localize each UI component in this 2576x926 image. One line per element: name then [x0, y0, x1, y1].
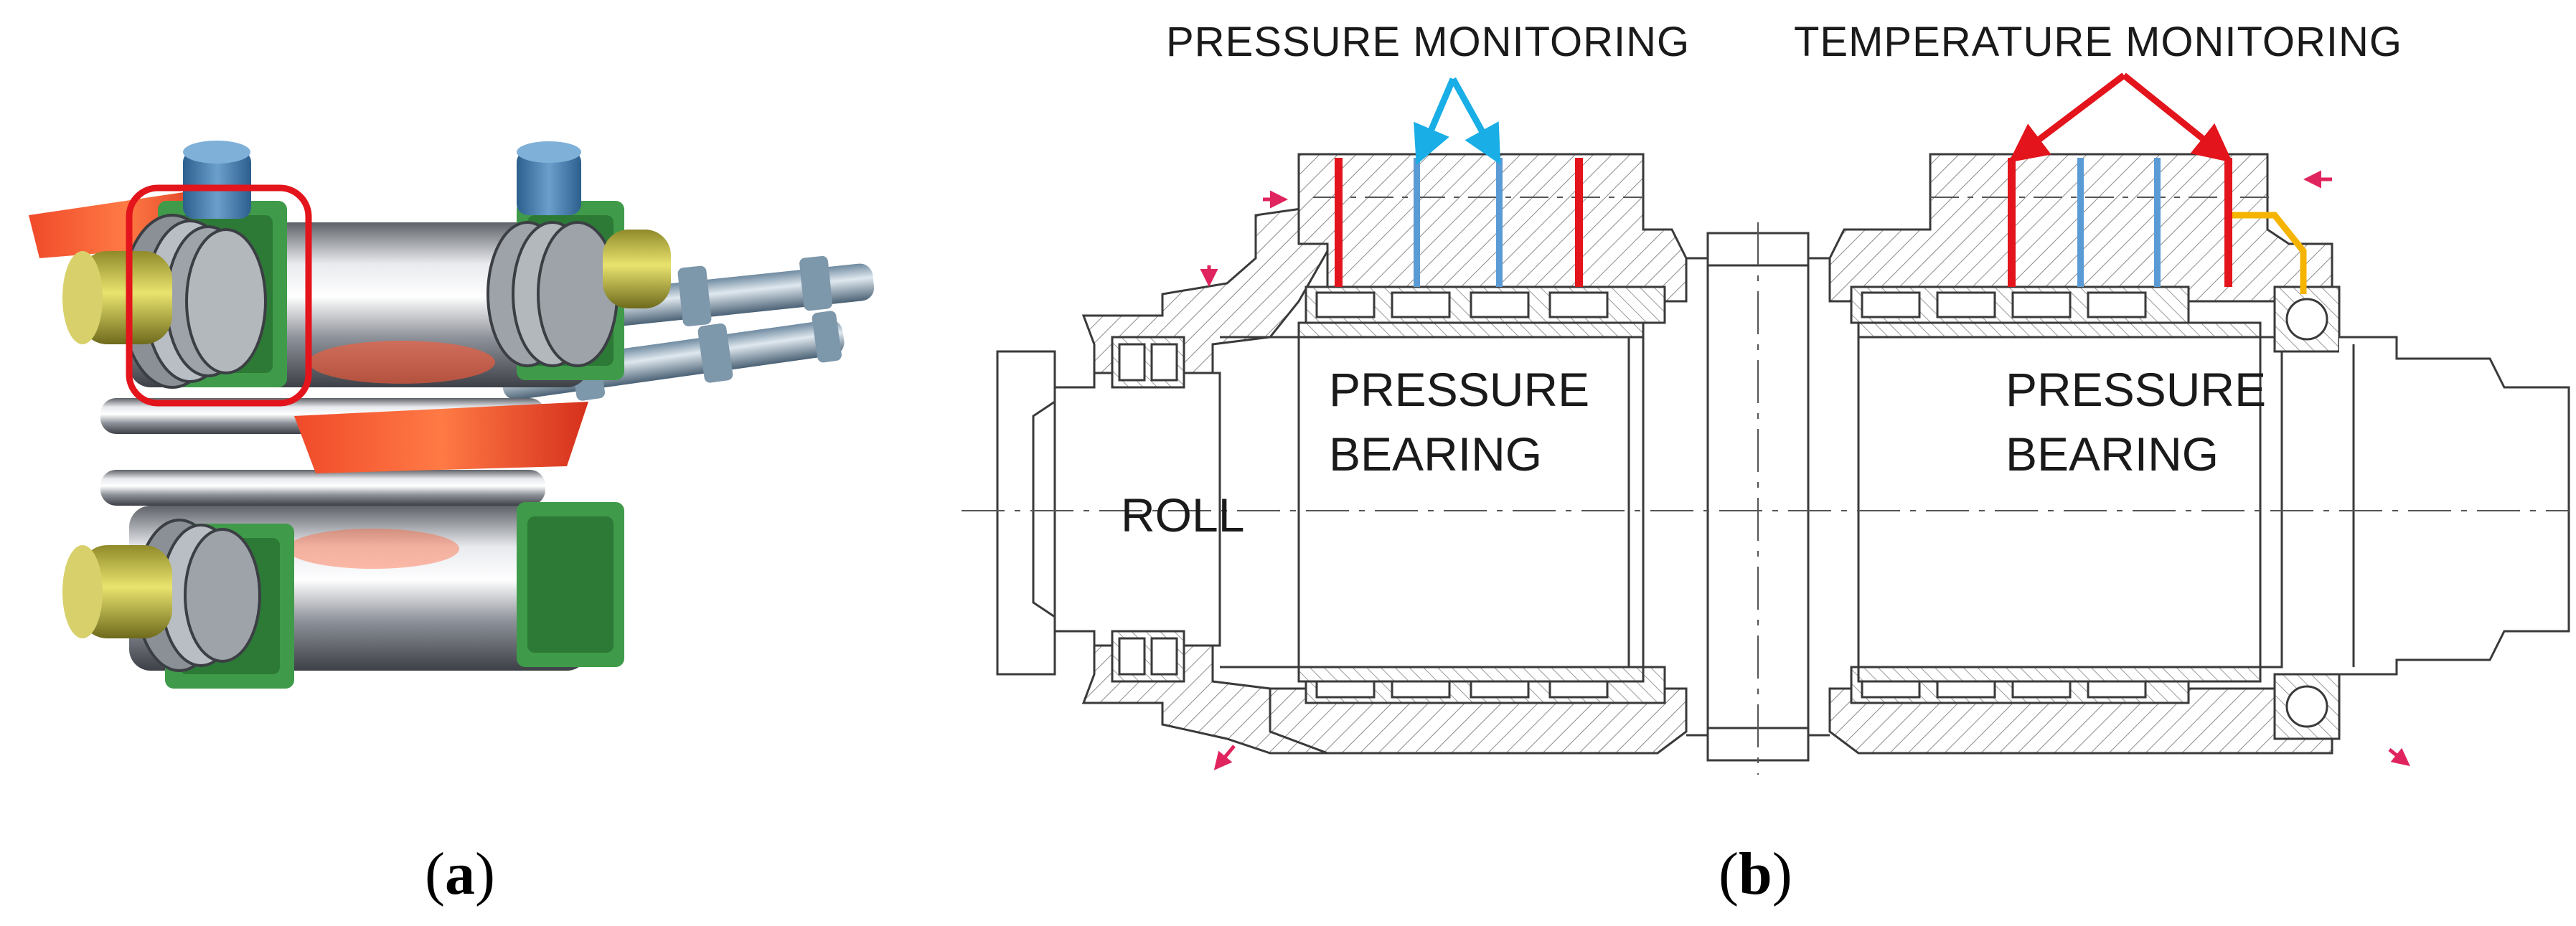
right-pressure-bearing-label-line1: PRESSURE [2006, 363, 2267, 416]
right-end-shaft [2339, 336, 2570, 676]
screwdown-cap-right [517, 151, 581, 215]
temperature-monitoring-label: TEMPERATURE MONITORING [1794, 19, 2402, 65]
roll-label: ROLL [1121, 488, 1245, 542]
work-roll-lower [100, 470, 545, 506]
left-end-cover [996, 350, 1056, 676]
temperature-sensor-left-1 [1335, 158, 1343, 287]
end-cap-upper-right [603, 230, 671, 308]
temperature-sensor-right-2 [2224, 158, 2232, 287]
lubrication-line [2232, 212, 2307, 294]
right-housing-lower [1828, 687, 2333, 755]
center-coupling [1706, 232, 1810, 762]
hot-strip-exit [294, 402, 588, 473]
bearing-cross-section-diagram [962, 72, 2570, 775]
bearing-rings-lower-left [135, 519, 261, 672]
pressure-sensor-right-1 [2077, 158, 2084, 287]
bearing-rings-upper-right [486, 221, 619, 367]
pressure-monitoring-arrows [1414, 77, 1501, 165]
chock-housing-right-lower [517, 502, 624, 667]
roll-neck [1053, 372, 1221, 647]
highlight-box [126, 184, 312, 407]
left-housing-lower [1269, 687, 1688, 755]
caption-a: (a) [425, 841, 495, 907]
temperature-sensor-right-1 [2008, 158, 2016, 287]
rolling-mill-illustration [29, 141, 875, 689]
left-housing-upper [1297, 153, 1688, 303]
pressure-sensor-left-2 [1496, 158, 1503, 287]
temperature-sensor-left-2 [1575, 158, 1583, 287]
left-pressure-bearing-label-line2: BEARING [1329, 427, 1543, 481]
lubrication-markers [1200, 170, 2410, 770]
thrust-bearing-upper [2273, 285, 2341, 353]
right-pressure-bearing-label-line2: BEARING [2006, 427, 2219, 481]
caption-b: (b) [1719, 841, 1792, 907]
left-pressure-bearing-label-line1: PRESSURE [1329, 363, 1590, 416]
end-cap-lower-left [79, 545, 172, 638]
end-cap-upper-left [79, 251, 172, 344]
temperature-monitoring-arrows [2008, 72, 2233, 163]
pressure-sensor-left-1 [1414, 158, 1420, 287]
panel-a: (a) [0, 0, 926, 926]
pressure-monitoring-label: PRESSURE MONITORING [1166, 19, 1691, 65]
pressure-sensor-right-2 [2154, 158, 2161, 287]
panel-b: PRESSURE MONITORING TEMPERATURE MONITORI… [926, 0, 2576, 926]
